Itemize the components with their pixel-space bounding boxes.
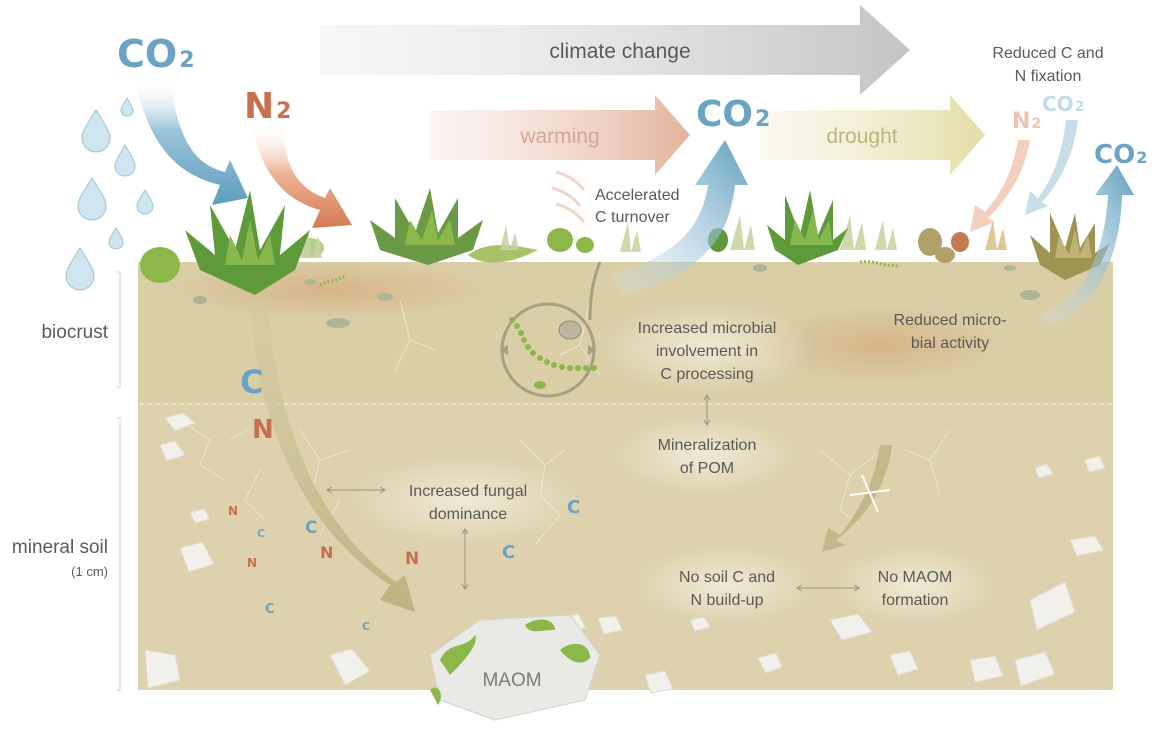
blocked-maom-arrow — [822, 445, 892, 552]
turnover-wisps — [551, 170, 586, 223]
label-glow — [635, 545, 815, 625]
rock-icon — [144, 412, 1106, 694]
reduced-activity-line2: bial activity — [911, 335, 989, 352]
carbon-letter: C — [362, 620, 370, 633]
co2-center-label: CO2 — [696, 94, 770, 135]
nitrogen-letter: N — [320, 543, 333, 562]
climate-change-label: climate change — [549, 40, 690, 63]
n2-faded-label: N2 — [1012, 109, 1041, 134]
cn-flow-arrow — [250, 300, 415, 612]
nitrogen-letter: N — [247, 556, 257, 570]
co2-right-release-arrow — [1040, 165, 1134, 325]
n2-label: N2 — [244, 86, 291, 127]
microbial-line3: C processing — [660, 366, 753, 383]
reduced-fixation-line2: N fixation — [1015, 68, 1082, 85]
co2-release-arrow — [610, 140, 748, 295]
soil-stain — [750, 305, 1010, 385]
no-maom-line2: formation — [882, 592, 949, 609]
carbon-letter: C — [305, 518, 317, 538]
no-buildup-line2: N build-up — [691, 592, 764, 609]
mineral-soil-label: mineral soil — [12, 537, 108, 558]
n2-reduced-arrow — [970, 140, 1030, 232]
cross-icon — [849, 474, 891, 513]
drought-label: drought — [826, 125, 897, 148]
microbial-line1: Increased microbial — [638, 320, 777, 337]
accelerated-line1: Accelerated — [595, 187, 680, 204]
warming-label: warming — [519, 125, 599, 148]
label-glow — [350, 455, 580, 545]
scattered-cn-letters: C N N C N C C N C C — [228, 497, 580, 633]
warming-arrow — [430, 95, 690, 175]
fungal-line2: dominance — [429, 506, 507, 523]
reduced-fixation-line1: Reduced C and — [992, 45, 1103, 62]
microbe-icon — [500, 261, 602, 398]
co2-faded-label: CO2 — [1042, 92, 1084, 116]
pebbles — [193, 264, 1040, 328]
layer-brackets — [117, 271, 121, 691]
no-maom-line1: No MAOM — [878, 569, 953, 586]
maom-rock — [429, 614, 601, 721]
carbon-letter: C — [257, 527, 265, 540]
succulent-plant-icon — [767, 190, 848, 265]
depth-label: (1 cm) — [71, 564, 108, 579]
reduced-activity-line1: Reduced micro- — [894, 312, 1007, 329]
mineralization-line1: Mineralization — [658, 437, 757, 454]
succulent-plant-icon — [370, 188, 483, 265]
nitrogen-letter: N — [228, 504, 238, 518]
raindrop-icon — [65, 96, 154, 291]
label-glow — [835, 545, 995, 625]
co2-right-label: CO2 — [1094, 140, 1147, 170]
maom-label: MAOM — [482, 670, 541, 691]
label-glow — [595, 303, 815, 393]
no-buildup-line1: No soil C and — [679, 569, 775, 586]
accelerated-line2: C turnover — [595, 209, 670, 226]
carbon-letter: C — [502, 542, 515, 563]
mineralization-line2: of POM — [680, 460, 734, 477]
microbial-line2: involvement in — [656, 343, 758, 360]
carbon-flow-letter: C — [240, 363, 263, 401]
co2-uptake-arrow — [135, 80, 248, 205]
drought-arrow — [760, 95, 985, 175]
nitrogen-flow-letter: N — [252, 415, 274, 445]
nitrogen-letter: N — [405, 549, 419, 569]
fungal-line1: Increased fungal — [409, 483, 527, 500]
succulent-plant-icon — [1030, 213, 1110, 280]
fungal-hyphae — [179, 299, 951, 546]
co2-reduced-arrow — [1025, 120, 1078, 215]
carbon-letter: C — [265, 602, 275, 617]
succulent-plant-icon — [185, 190, 310, 295]
label-glow — [615, 415, 795, 495]
biocrust-label: biocrust — [41, 322, 108, 343]
climate-change-arrow — [320, 5, 910, 95]
n2-fixation-arrow — [252, 125, 352, 228]
co2-label: CO2 — [117, 32, 195, 76]
grass — [300, 215, 1007, 258]
connector-arrows — [326, 394, 860, 592]
carbon-letter: C — [567, 497, 580, 518]
